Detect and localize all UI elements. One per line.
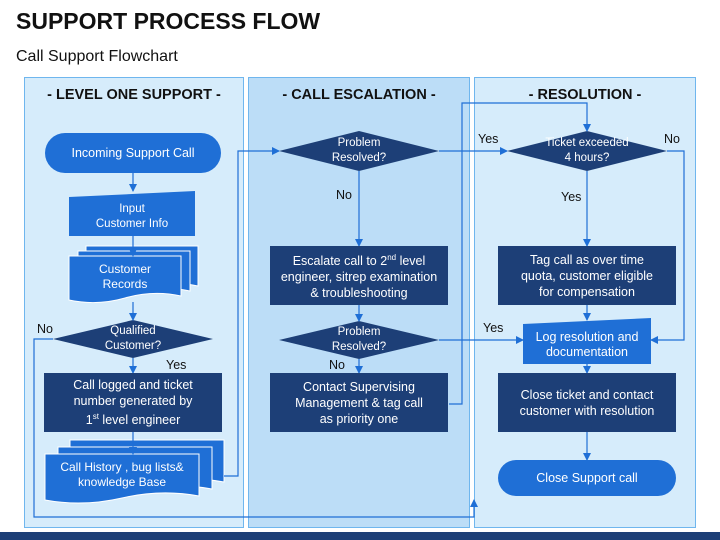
yes-label-resolved1: Yes bbox=[478, 132, 499, 146]
records-label-line2: Records bbox=[102, 277, 148, 291]
logged-label-line3-suffix: level engineer bbox=[98, 413, 181, 428]
history-label-line1: Call History , bug lists& bbox=[60, 460, 184, 474]
escalate-label-line2: engineer, sitrep examination bbox=[280, 270, 438, 285]
logged-label-line2: number generated by bbox=[73, 393, 193, 408]
logged-label-line3-sup: st bbox=[92, 411, 99, 421]
ticket-exceeded-decision: Ticket exceeded 4 hours? bbox=[527, 134, 647, 168]
contact-label-line1: Contact Supervising bbox=[303, 379, 415, 394]
logged-label-line3-prefix: 1 bbox=[85, 413, 93, 428]
input-label-line1: Input bbox=[119, 202, 145, 215]
incoming-support-call-node: Incoming Support Call bbox=[45, 133, 221, 173]
tag-label-line3: for compensation bbox=[539, 284, 635, 299]
page-title: SUPPORT PROCESS FLOW bbox=[16, 8, 321, 34]
no-label-exceeded: No bbox=[664, 132, 680, 146]
escalate-label-line1-prefix: Escalate call to 2 bbox=[292, 254, 388, 269]
column-header-level-one: - LEVEL ONE SUPPORT - bbox=[47, 87, 221, 103]
contact-label-line2: Management & tag call bbox=[295, 395, 423, 410]
yes-label-qualified: Yes bbox=[166, 358, 187, 372]
close-label-line2: customer with resolution bbox=[519, 403, 655, 418]
tag-label-line1: Tag call as over time bbox=[530, 252, 644, 267]
records-label-line1: Customer bbox=[98, 262, 151, 276]
records-stack-shape bbox=[68, 245, 199, 304]
logged-label-line1: Call logged and ticket bbox=[73, 377, 193, 392]
resolved1-diamond-shape bbox=[279, 131, 439, 171]
exceeded-label-line2: 4 hours? bbox=[564, 152, 610, 164]
log-resolution-shape bbox=[523, 318, 651, 364]
column-header-resolution: - RESOLUTION - bbox=[528, 87, 642, 103]
history-stack-shape bbox=[44, 439, 225, 504]
no-label-qualified: No bbox=[37, 322, 53, 336]
yes-label-resolved2: Yes bbox=[483, 321, 504, 335]
resolved1-label-line2: Resolved? bbox=[331, 152, 387, 164]
tag-label-line2: quota, customer eligible bbox=[520, 268, 654, 283]
log-label-line2: documentation bbox=[545, 345, 628, 359]
call-history-node: Call History , bug lists&knowledge Base bbox=[45, 456, 199, 494]
footer-bar bbox=[0, 532, 720, 540]
no-label-resolved1: No bbox=[336, 188, 352, 202]
connectors bbox=[33, 102, 685, 518]
contact-label-line3: as priority one bbox=[319, 411, 399, 426]
column-header-escalation: - CALL ESCALATION - bbox=[282, 87, 436, 103]
qualified-label-line1: Qualified bbox=[110, 325, 156, 337]
no-label-resolved2: No bbox=[329, 358, 345, 372]
escalate-label-line1-suffix: level bbox=[396, 254, 426, 269]
input-label-line2: Customer Info bbox=[95, 217, 169, 230]
log-label-line1: Log resolution and bbox=[535, 330, 639, 344]
qualified-label-line2: Customer? bbox=[104, 340, 162, 352]
resolved1-label-line1: Problem bbox=[337, 137, 381, 149]
close-support-call-node: Close Support call bbox=[498, 460, 676, 496]
exceeded-diamond-shape bbox=[507, 131, 667, 171]
history-label-line2: knowledge Base bbox=[77, 475, 167, 489]
exceeded-label-line1: Ticket exceeded bbox=[545, 137, 629, 149]
resolved2-label-line2: Resolved? bbox=[331, 341, 387, 353]
page-subtitle: Call Support Flowchart bbox=[16, 48, 178, 65]
close-label-line1: Close ticket and contact bbox=[520, 387, 654, 402]
qualified-diamond-shape bbox=[53, 320, 213, 358]
resolved2-diamond-shape bbox=[279, 321, 439, 359]
input-shape bbox=[69, 191, 195, 236]
resolved2-label-line1: Problem bbox=[337, 326, 381, 338]
yes-label-exceeded: Yes bbox=[561, 190, 582, 204]
escalate-label-line1-sup: nd bbox=[387, 252, 397, 262]
escalate-label-line3: & troubleshooting bbox=[310, 286, 408, 301]
